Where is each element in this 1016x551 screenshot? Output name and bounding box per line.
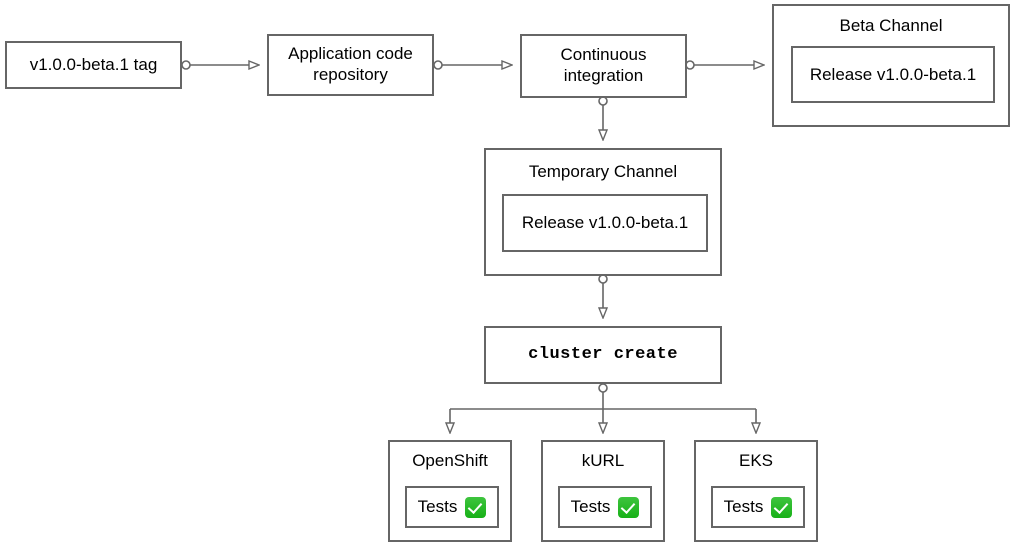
node-ci-label-line2: integration — [563, 66, 644, 85]
group-temporary-channel[interactable]: Temporary Channel Release v1.0.0-beta.1 — [484, 148, 722, 276]
group-platform-eks[interactable]: EKS Tests — [694, 440, 818, 542]
edge-temporary-channel-to-cluster-create — [599, 274, 607, 317]
edge-ci-to-beta-channel — [685, 61, 763, 69]
platform-openshift-title: OpenShift — [412, 451, 488, 470]
green-check-icon — [618, 496, 640, 518]
node-cluster-create-label: cluster create — [528, 344, 678, 364]
node-ci-label: Continuous integration — [560, 45, 646, 86]
beta-channel-release-box[interactable]: Release v1.0.0-beta.1 — [791, 46, 995, 103]
group-beta-channel[interactable]: Beta Channel Release v1.0.0-beta.1 — [772, 4, 1010, 127]
edge-ci-to-temporary-channel — [599, 96, 607, 139]
platform-eks-title: EKS — [738, 451, 774, 470]
temporary-channel-release-box[interactable]: Release v1.0.0-beta.1 — [502, 194, 708, 252]
group-beta-channel-title: Beta Channel — [839, 16, 943, 35]
node-tag[interactable]: v1.0.0-beta.1 tag — [5, 41, 182, 89]
platform-eks-tests-label: Tests — [723, 497, 764, 516]
node-ci-label-line1: Continuous — [560, 45, 647, 65]
platform-openshift-tests-label: Tests — [417, 497, 458, 516]
platform-kurl-tests-box[interactable]: Tests — [558, 486, 652, 528]
temporary-channel-release-label: Release v1.0.0-beta.1 — [521, 213, 689, 232]
node-cluster-create[interactable]: cluster create — [484, 326, 722, 384]
group-temporary-channel-title: Temporary Channel — [528, 162, 678, 181]
platform-openshift-tests-row: Tests — [417, 496, 487, 518]
node-repository-label-line1: Application code — [288, 44, 413, 64]
beta-channel-release-label: Release v1.0.0-beta.1 — [809, 64, 977, 84]
node-continuous-integration[interactable]: Continuous integration — [520, 34, 687, 98]
green-check-icon — [465, 496, 487, 518]
node-repository-label: Application code repository — [288, 44, 413, 85]
platform-openshift-tests-box[interactable]: Tests — [405, 486, 499, 528]
platform-eks-tests-box[interactable]: Tests — [711, 486, 805, 528]
group-platform-openshift[interactable]: OpenShift Tests — [388, 440, 512, 542]
edge-tag-to-repo — [181, 61, 258, 69]
platform-kurl-tests-row: Tests — [570, 496, 640, 518]
platform-kurl-tests-label: Tests — [570, 497, 611, 516]
edge-cluster-create-to-platforms — [450, 383, 756, 432]
green-check-icon — [771, 496, 793, 518]
node-repository-label-line2: repository — [313, 65, 388, 84]
platform-eks-tests-row: Tests — [723, 496, 793, 518]
node-tag-label: v1.0.0-beta.1 tag — [29, 54, 158, 74]
group-platform-kurl[interactable]: kURL Tests — [541, 440, 665, 542]
platform-kurl-title: kURL — [581, 451, 625, 470]
node-application-code-repository[interactable]: Application code repository — [267, 34, 434, 96]
edge-repo-to-ci — [433, 61, 511, 69]
